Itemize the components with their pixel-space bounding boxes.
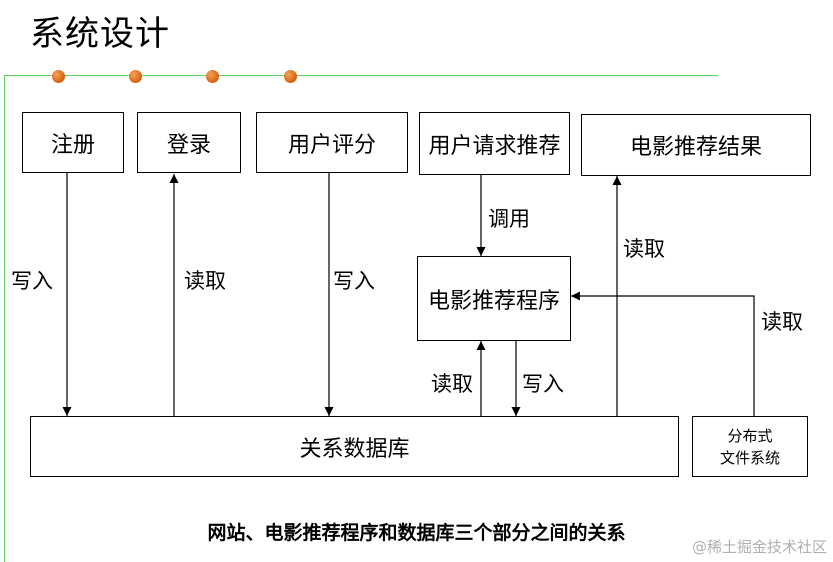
diagram-caption: 网站、电影推荐程序和数据库三个部分之间的关系: [207, 522, 626, 544]
node-login-label: 登录: [166, 132, 211, 158]
edge-label-program-read: 读取: [431, 372, 473, 396]
node-user-rating-label: 用户评分: [287, 132, 376, 158]
watermark: @稀土掘金技术社区: [691, 538, 827, 556]
node-register-label: 注册: [50, 132, 95, 158]
node-distributed-fs-line1: 分布式: [727, 426, 773, 445]
decorative-dot: [206, 70, 219, 83]
edge-label-result-read: 读取: [623, 237, 665, 261]
node-database-label: 关系数据库: [299, 436, 410, 462]
edge-label-program-write: 写入: [522, 372, 564, 396]
node-movie-result: 电影推荐结果: [581, 114, 811, 176]
page-title: 系统设计: [30, 14, 170, 54]
edge-label-request-call: 调用: [488, 207, 530, 231]
decorative-dot: [129, 70, 142, 83]
node-distributed-fs: 分布式 文件系统: [692, 416, 808, 477]
node-register: 注册: [22, 112, 124, 173]
edge-label-dfs-read: 读取: [761, 310, 803, 334]
node-user-request-label: 用户请求推荐: [428, 133, 561, 159]
decorative-dot: [284, 70, 297, 83]
node-user-request: 用户请求推荐: [419, 112, 570, 175]
node-user-rating: 用户评分: [256, 112, 408, 173]
node-login: 登录: [137, 112, 241, 173]
decorative-horizontal-line: [4, 75, 718, 76]
node-distributed-fs-line2: 文件系统: [719, 448, 780, 467]
decorative-vertical-line: [4, 75, 5, 562]
edge-label-rating-write: 写入: [333, 269, 375, 293]
edge-label-register-write: 写入: [11, 269, 53, 293]
edge-label-login-read: 读取: [184, 269, 226, 293]
node-movie-program: 电影推荐程序: [417, 256, 571, 341]
node-movie-result-label: 电影推荐结果: [629, 135, 762, 160]
node-movie-program-label: 电影推荐程序: [427, 288, 560, 314]
arrow-dfs-read: [571, 291, 755, 416]
node-database: 关系数据库: [30, 416, 679, 477]
decorative-dot: [52, 70, 65, 83]
